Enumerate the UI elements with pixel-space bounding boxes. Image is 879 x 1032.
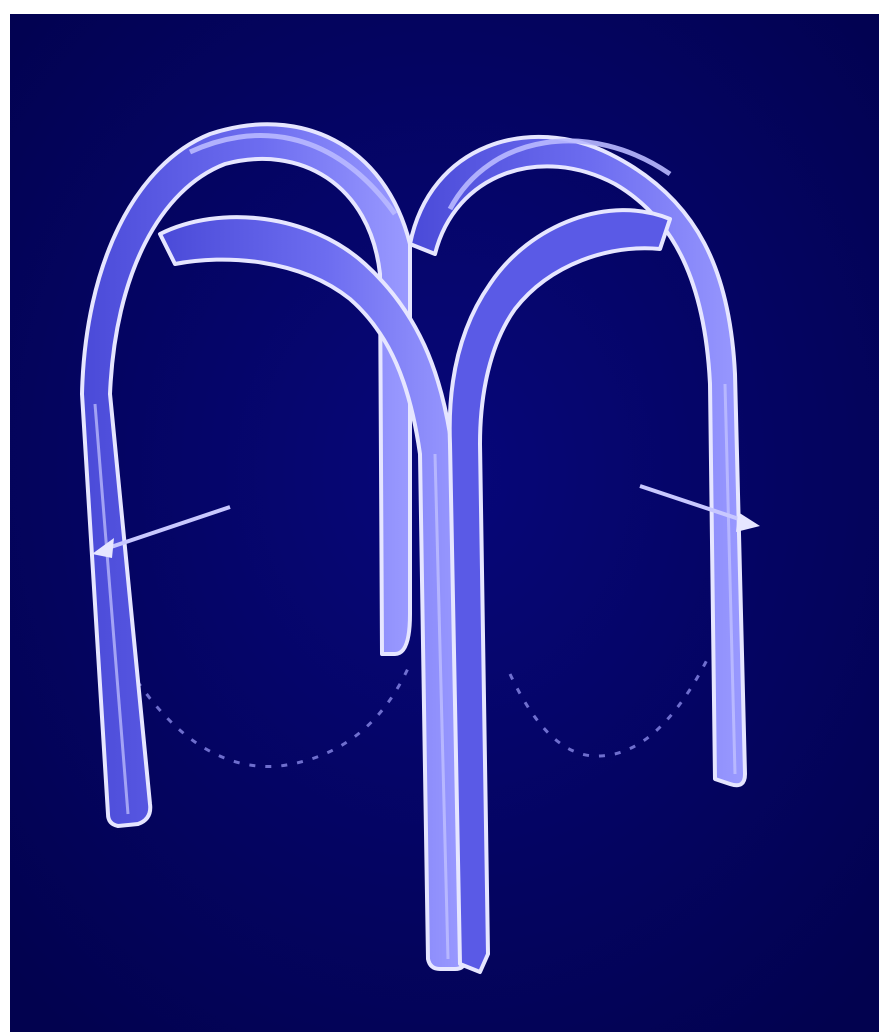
diagram-canvas xyxy=(10,14,879,1032)
vault-ribbons-diagram xyxy=(10,14,879,1032)
